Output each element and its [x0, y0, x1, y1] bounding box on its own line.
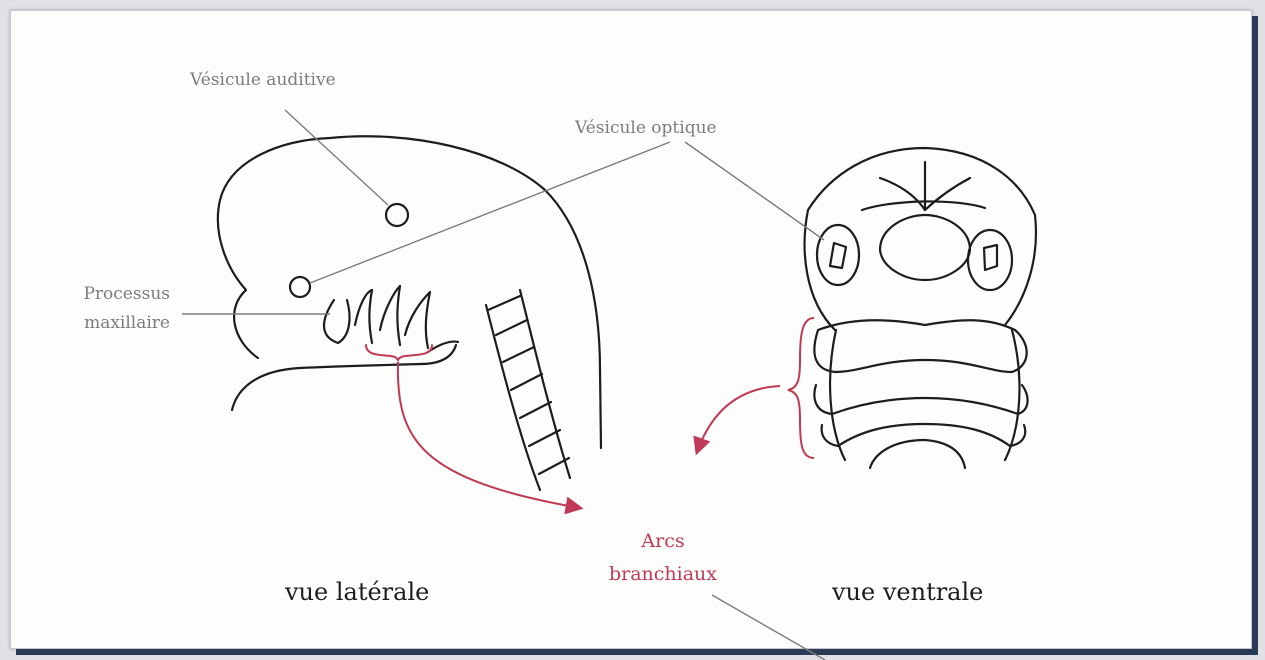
- label-arcs-line1: Arcs: [583, 530, 743, 553]
- ventral-eye-left-inner: [830, 243, 846, 268]
- ventral-tube-left: [870, 440, 925, 468]
- ventral-tube-right: [925, 440, 965, 468]
- maxillary-process: [324, 300, 350, 343]
- ventral-embryo: [805, 148, 1036, 468]
- lateral-embryo: [218, 136, 601, 490]
- ventral-side-left: [830, 330, 845, 460]
- somite-band-left: [486, 305, 540, 490]
- ventral-eye-right-inner: [984, 245, 997, 270]
- ventral-eye-left-outer: [817, 225, 859, 285]
- ventral-arch-1: [814, 320, 1026, 372]
- leader-vesicule-auditive: [285, 110, 388, 205]
- otic-vesicle: [386, 204, 408, 226]
- leader-arcs-bottom: [712, 595, 825, 660]
- branchial-arc-2: [380, 286, 400, 345]
- branchial-arc-3: [405, 292, 430, 348]
- label-vesicule-optique: Vésicule optique: [575, 118, 717, 138]
- lateral-arcs-bracket: [366, 345, 432, 360]
- label-vue-ventrale: vue ventrale: [832, 578, 983, 607]
- ventral-arch-2: [814, 385, 1027, 414]
- ventral-arcs-brace: [788, 318, 814, 458]
- ventral-neural-b: [925, 178, 970, 210]
- lateral-head-outline: [218, 136, 601, 448]
- branchial-arc-1: [355, 290, 372, 343]
- optic-vesicle: [290, 277, 310, 297]
- label-vesicule-auditive: Vésicule auditive: [190, 70, 336, 90]
- ventral-forebrain: [880, 215, 970, 280]
- label-processus-line2: maxillaire: [60, 313, 170, 333]
- somite-band-right: [520, 290, 570, 478]
- label-arcs-line2: branchiaux: [583, 563, 743, 586]
- ventral-arch-3: [822, 424, 1026, 446]
- label-processus-line1: Processus: [60, 284, 170, 304]
- ventral-side-right: [1005, 330, 1019, 460]
- label-vue-laterale: vue latérale: [285, 578, 429, 607]
- leader-optique-to-lateral: [310, 142, 670, 283]
- leader-optique-to-ventral: [685, 142, 824, 240]
- arrow-ventral-to-arcs: [697, 386, 780, 452]
- ventral-head-outline: [805, 148, 1036, 330]
- ventral-eye-right-outer: [968, 230, 1012, 290]
